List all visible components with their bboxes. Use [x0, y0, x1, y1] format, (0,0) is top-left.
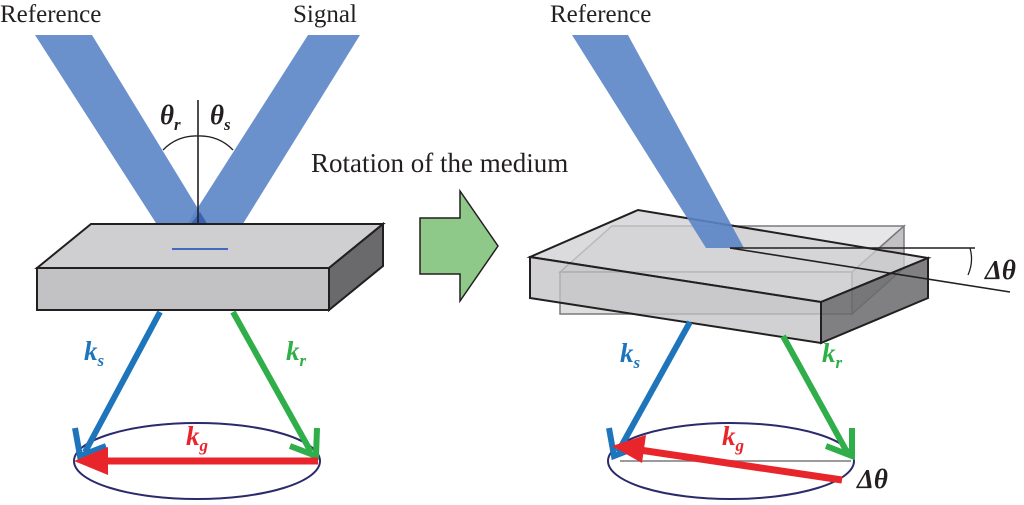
- right-kr-label: kr: [822, 338, 843, 372]
- right-delta-theta-arc: [967, 247, 973, 276]
- right-reference-beam: [572, 35, 744, 248]
- left-kg-arrowhead: [74, 447, 108, 475]
- theta-r-label: θr: [160, 100, 181, 134]
- left-medium-side: [328, 221, 384, 313]
- right-tilted-line: [729, 247, 1011, 293]
- left-panel: Reference Signal θr θs ks kr kg: [0, 1, 386, 500]
- right-kr-arrowhead: [824, 428, 855, 461]
- left-ks-vector: [82, 310, 163, 454]
- left-medium-front: [36, 267, 330, 311]
- left-kr-arrowhead: [288, 427, 320, 461]
- right-delta-theta-top: Δθ: [984, 255, 1016, 285]
- right-kg-vector: [625, 444, 843, 484]
- right-kr-vector: [780, 334, 850, 454]
- right-delta-theta-bottom: Δθ: [856, 464, 888, 494]
- left-reference-label: Reference: [0, 1, 101, 28]
- left-kg-label: kg: [186, 421, 209, 455]
- left-ks-label: ks: [84, 336, 105, 370]
- right-kg-label: kg: [722, 421, 745, 455]
- left-kr-vector: [230, 310, 314, 454]
- right-ks-vector: [615, 320, 693, 454]
- left-medium-top: [34, 223, 386, 269]
- left-beam-on-medium: [172, 248, 228, 250]
- rotation-arrow-group: Rotation of the medium: [311, 148, 568, 304]
- right-kg-arrowhead: [612, 435, 646, 463]
- rotation-caption: Rotation of the medium: [311, 148, 568, 178]
- right-rotated-medium-side: [820, 256, 929, 345]
- left-kr-label: kr: [286, 336, 307, 370]
- left-signal-label: Signal: [293, 1, 357, 28]
- right-panel: Reference Δθ Δθ ks kr kg: [526, 1, 1016, 500]
- left-signal-beam: [172, 35, 360, 248]
- left-ks-arrowhead: [72, 427, 108, 461]
- left-reference-beam: [35, 35, 222, 248]
- theta-s-label: θs: [210, 100, 231, 134]
- right-ks-label: ks: [620, 338, 641, 372]
- rotation-arrow: [419, 188, 499, 304]
- theta-s-arc: [197, 135, 234, 151]
- right-reference-label: Reference: [550, 1, 651, 28]
- right-kspace-ellipse: [607, 422, 855, 500]
- theta-r-arc: [162, 135, 199, 151]
